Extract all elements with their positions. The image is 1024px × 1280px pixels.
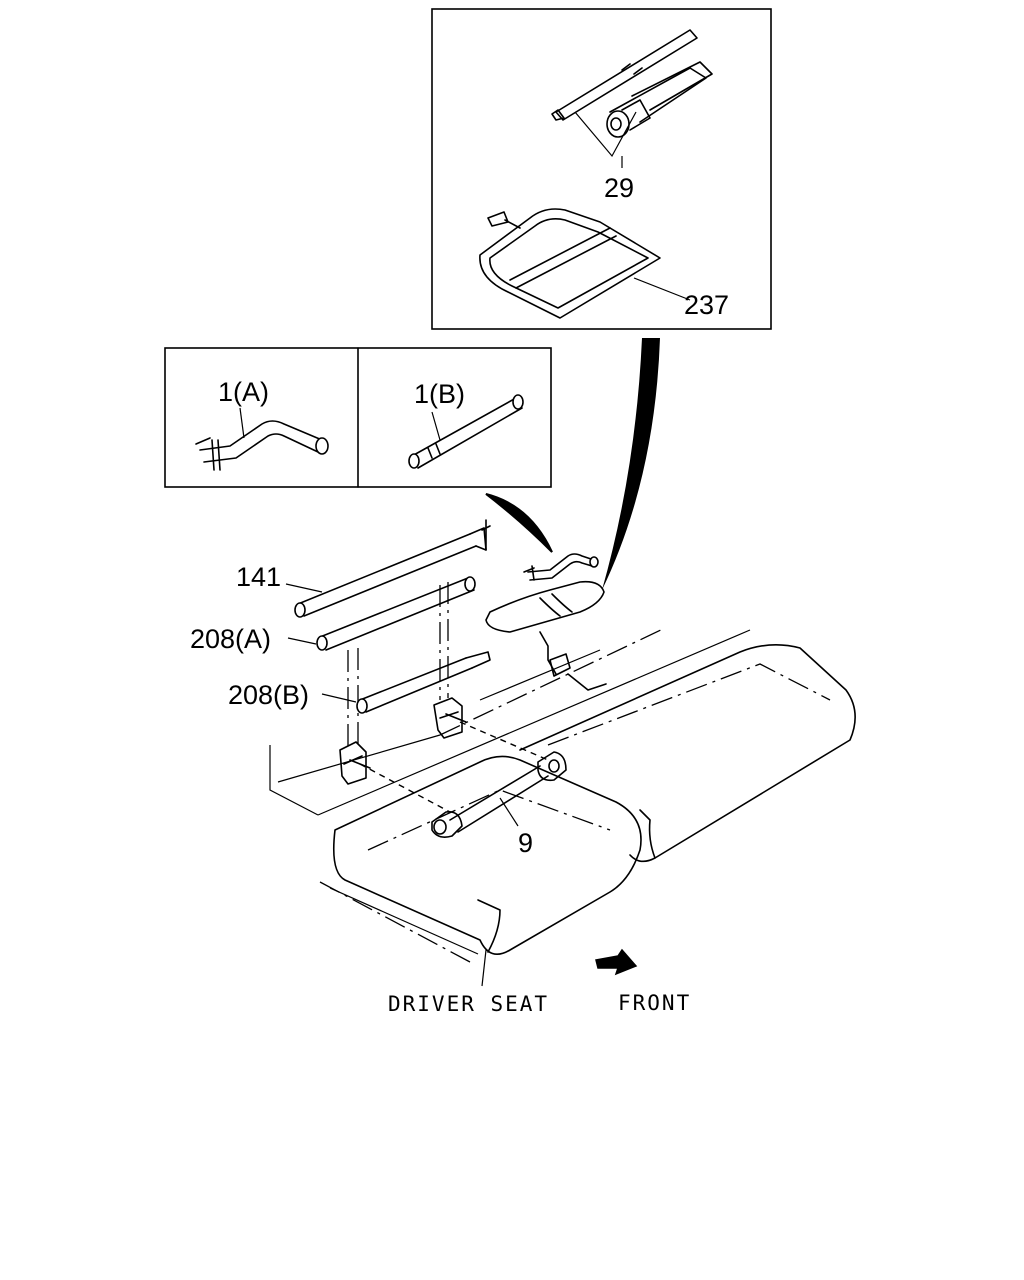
handle-1a-drawing [195, 420, 329, 471]
seat-cushion-right [519, 644, 856, 863]
inset-tools-frame [431, 8, 772, 330]
label-237: 237 [684, 290, 729, 320]
leader-1b [431, 411, 441, 441]
inset-tools-box: 29 237 [431, 8, 772, 330]
inset-handles-box: 1(A) 1(B) [164, 347, 552, 488]
part-208b-drawing [356, 651, 491, 714]
leader-208b [321, 693, 357, 703]
pointer-arrow-handles [485, 493, 553, 553]
pointer-arrow-tools [602, 338, 660, 590]
part-141-drawing [294, 519, 491, 618]
label-driver-seat: DRIVER SEAT [388, 992, 549, 1016]
leader-237 [633, 277, 691, 301]
assembled-tool-bag [485, 580, 607, 691]
leader-141 [285, 583, 323, 593]
tool-bag-237-drawing [479, 208, 661, 319]
align-line-right [459, 721, 549, 761]
leader-driver-seat [481, 949, 487, 987]
seat-cushion-driver [319, 755, 642, 963]
label-1a: 1(A) [218, 377, 269, 407]
label-front: FRONT [618, 991, 691, 1015]
label-29: 29 [604, 173, 634, 203]
tool-29-drawing [551, 29, 713, 138]
label-9: 9 [518, 828, 533, 858]
cab-floor-outline [269, 627, 751, 816]
leader-29 [574, 111, 637, 158]
assembled-handle [523, 553, 599, 581]
label-1b: 1(B) [414, 379, 465, 409]
handle-1b-drawing [408, 394, 524, 469]
label-208b: 208(B) [228, 680, 309, 710]
part-9-drawing [431, 751, 567, 838]
arrow-right-down-icon [595, 948, 638, 976]
align-line-left [359, 763, 451, 813]
part-208a-drawing [316, 576, 476, 651]
leader-1a [239, 407, 245, 439]
label-208a: 208(A) [190, 624, 271, 654]
label-141: 141 [236, 562, 281, 592]
leader-208a [287, 637, 317, 645]
leader-9 [499, 797, 519, 827]
